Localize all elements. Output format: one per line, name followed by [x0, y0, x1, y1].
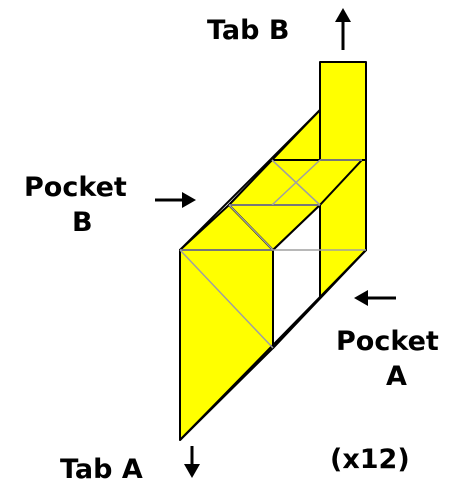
arrow-right-icon — [155, 192, 196, 208]
pocket-a-label-line2: A — [386, 361, 407, 392]
pocket-b-label-line1: Pocket — [24, 172, 127, 203]
arrow-up-icon — [335, 8, 351, 50]
tab-b-label: Tab B — [207, 15, 289, 46]
fold-lines — [179, 159, 366, 349]
pocket-b-label-line2: B — [72, 207, 93, 238]
arrow-down-icon — [184, 446, 200, 478]
outer-edge-lower — [179, 249, 367, 441]
arrow-left-icon — [354, 290, 396, 306]
pocket-a-label-line1: Pocket — [336, 326, 439, 357]
outer-edge-upper — [179, 109, 321, 251]
front-left-face — [179, 249, 274, 441]
count-label: (x12) — [330, 444, 410, 475]
tab-a-label: Tab A — [60, 454, 143, 484]
